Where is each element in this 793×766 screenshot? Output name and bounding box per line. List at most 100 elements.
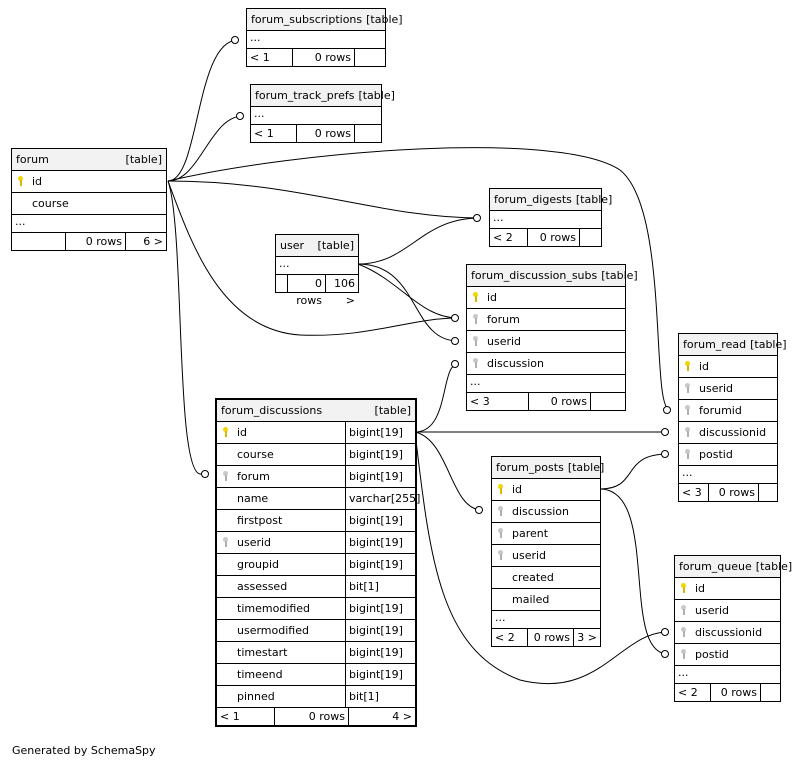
foreign-key-icon [685,427,690,437]
children-count[interactable] [759,484,777,501]
parents-count[interactable]: < 3 [467,393,529,410]
edge-posts-read [599,453,669,490]
column-row[interactable]: discussionid [679,422,777,444]
foreign-key-icon [681,627,686,637]
table-forum-subscriptions[interactable]: forum_subscriptions[table] ... < 1 0 row… [246,8,403,67]
children-count[interactable] [591,393,625,410]
table-forum-read[interactable]: forum_read[table] id userid forumid disc… [678,333,787,502]
children-count[interactable] [761,684,780,701]
table-forum-posts[interactable]: forum_posts[table] id discussion parent … [491,456,604,647]
parents-count[interactable]: < 1 [247,49,293,66]
column-name: pinned [237,690,275,703]
column-row[interactable]: userid [675,600,780,622]
table-forum-queue[interactable]: forum_queue[table] id userid discussioni… [674,555,792,702]
column-row[interactable]: id [467,287,625,309]
column-row[interactable]: forumid [679,400,777,422]
children-count[interactable] [355,125,381,142]
parents-count[interactable]: < 1 [251,125,297,142]
endpoint-circle [661,628,669,636]
column-row[interactable]: forum [467,309,625,331]
parents-count[interactable] [12,233,66,250]
column-row[interactable]: parent [492,523,600,545]
column-row[interactable]: userid [492,545,600,567]
children-count[interactable] [355,49,385,66]
column-row[interactable]: name varchar[255] [217,488,420,510]
children-count[interactable]: 3 > [577,631,597,644]
children-count[interactable]: 6 > [143,235,163,248]
column-name: userid [487,335,522,348]
foreign-key-icon [473,314,478,324]
column-name: postid [695,648,729,661]
table-name: forum_discussion_subs [471,269,598,282]
column-name: created [512,571,554,584]
column-name: firstpost [237,514,283,527]
column-type: varchar[255] [345,488,420,509]
column-row[interactable]: id [679,356,777,378]
column-name: discussionid [695,626,763,639]
table-forum-track-prefs[interactable]: forum_track_prefs[table] ... < 1 0 rows [250,84,395,143]
column-name: name [237,492,269,505]
row-count: 0 rows [528,629,574,646]
children-count[interactable] [580,229,601,246]
column-row[interactable]: postid [675,644,780,666]
column-row[interactable]: id [12,171,166,193]
parents-count[interactable]: < 2 [675,684,711,701]
endpoint-circle [661,650,669,658]
column-row[interactable]: discussionid [675,622,780,644]
edge-forum-read-forumid [167,147,671,411]
column-row[interactable]: discussion [492,501,600,523]
column-row[interactable]: userid [467,331,625,353]
table-forum-discussion-subs[interactable]: forum_discussion_subs[table] id forum us… [466,264,638,411]
column-row[interactable]: course [12,193,166,215]
column-row[interactable]: mailed [492,589,600,611]
column-row[interactable]: id [492,479,600,501]
row-count: 0 rows [529,393,591,410]
column-name: forum [237,470,270,483]
row-count: 0 rows [528,229,580,246]
columns-ellipsis: ... [467,375,625,393]
endpoint-circle [663,406,671,414]
children-count[interactable]: 4 > [392,710,412,723]
column-row[interactable]: discussion [467,353,625,375]
table-forum[interactable]: forum[table] id course ... 0 rows 6 > [11,148,167,251]
parents-count[interactable] [276,275,288,292]
column-name: id [695,582,706,595]
table-name: forum_posts [496,461,564,474]
table-forum-digests[interactable]: forum_digests[table] ... < 2 0 rows [489,188,612,247]
column-row[interactable]: userid [679,378,777,400]
endpoint-circle [236,112,244,120]
table-footer: 0 rows 6 > [12,233,166,250]
foreign-key-icon [685,405,690,415]
endpoint-circle [201,470,209,478]
column-row[interactable]: id [675,578,780,600]
columns-ellipsis: ... [492,611,600,629]
primary-key-icon [223,427,228,437]
column-row[interactable]: postid [679,444,777,466]
table-user[interactable]: user[table] ... 0 rows 106 > [275,234,359,307]
parents-count[interactable]: < 1 [217,708,275,725]
column-name: usermodified [237,624,309,637]
endpoint-circle [451,337,459,345]
table-footer: < 2 0 rows [490,229,601,246]
children-count[interactable]: 106 > [334,277,355,307]
column-row[interactable]: created [492,567,600,589]
column-name: course [237,448,274,461]
parents-count[interactable]: < 3 [679,484,709,501]
column-type: bigint[19] [345,532,415,553]
columns-ellipsis: ... [247,31,385,49]
parents-count[interactable]: < 2 [492,629,528,646]
parents-count[interactable]: < 2 [490,229,528,246]
